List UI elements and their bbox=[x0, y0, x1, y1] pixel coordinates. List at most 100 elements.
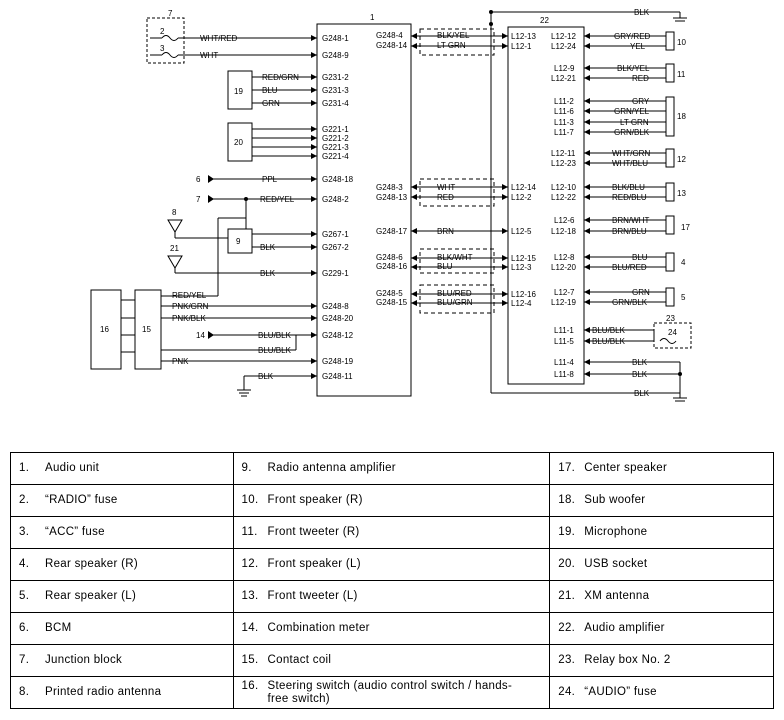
wire-label: GRN/BLK bbox=[614, 128, 650, 137]
label-c4: 4 bbox=[681, 258, 686, 267]
label-c16: 16 bbox=[100, 325, 109, 334]
legend-cell: 13.Front tweeter (L) bbox=[232, 580, 551, 613]
legend-number: 18. bbox=[558, 494, 576, 506]
pin-label: L12-21 bbox=[551, 74, 576, 83]
pin-label: G248-17 bbox=[376, 227, 408, 236]
legend-number: 1. bbox=[19, 462, 30, 474]
wire-label: BLU/BLK bbox=[258, 346, 292, 355]
label-c14: 14 bbox=[196, 331, 205, 340]
label-c3: 3 bbox=[160, 44, 165, 53]
legend-number: 9. bbox=[241, 462, 252, 474]
pin-label: L11-2 bbox=[554, 97, 574, 106]
legend-label: Audio unit bbox=[45, 462, 100, 474]
label-c9: 9 bbox=[236, 237, 241, 246]
pin-label: L12-12 bbox=[551, 32, 576, 41]
legend-cell: 23.Relay box No. 2 bbox=[549, 644, 774, 677]
pin-label: G248-8 bbox=[322, 302, 349, 311]
legend-label: Center speaker bbox=[584, 462, 668, 474]
legend-number: 20. bbox=[558, 558, 576, 570]
pin-label: L12-20 bbox=[551, 263, 576, 272]
legend-cell: 17.Center speaker bbox=[549, 452, 774, 485]
wire-label: BLU bbox=[262, 86, 278, 95]
pin-label: L12-23 bbox=[551, 159, 576, 168]
wire-label: GRN bbox=[632, 288, 650, 297]
wire-label: RED bbox=[632, 74, 649, 83]
label-c19: 19 bbox=[234, 87, 243, 96]
legend-number: 22. bbox=[558, 622, 576, 634]
wire-label: BLK bbox=[632, 370, 648, 379]
label-c18: 18 bbox=[677, 112, 686, 121]
legend-label: Printed radio antenna bbox=[45, 686, 162, 698]
wire-label: BLK bbox=[260, 243, 276, 252]
legend-number: 13. bbox=[241, 590, 259, 602]
pin-label: L12-2 bbox=[511, 193, 532, 202]
pin-label: G267-2 bbox=[322, 243, 349, 252]
label-c10: 10 bbox=[677, 38, 686, 47]
wiring-diagram: 1 22 7 2 3 19 20 6 7 8 9 21 16 15 14 10 … bbox=[90, 8, 692, 402]
pin-label: L11-3 bbox=[554, 118, 574, 127]
legend-cell: 7.Junction block bbox=[10, 644, 234, 677]
pin-label: G248-13 bbox=[376, 193, 408, 202]
pin-label: L11-8 bbox=[554, 370, 574, 379]
wire-label: BLK/YEL bbox=[617, 64, 650, 73]
pin-label: L12-14 bbox=[511, 183, 536, 192]
wire-label: RED/GRN bbox=[262, 73, 299, 82]
legend-label: Contact coil bbox=[267, 654, 332, 666]
label-c15: 15 bbox=[142, 325, 151, 334]
legend-cell: 11.Front tweeter (R) bbox=[232, 516, 551, 549]
wire-label: BLK bbox=[260, 269, 276, 278]
pin-label: G231-4 bbox=[322, 99, 349, 108]
pin-label: L12-22 bbox=[551, 193, 576, 202]
pin-label: G248-15 bbox=[376, 298, 408, 307]
label-c24: 24 bbox=[668, 328, 677, 337]
audio-unit-box bbox=[316, 23, 412, 397]
pin-label: L11-7 bbox=[554, 128, 574, 137]
pin-label: G248-2 bbox=[322, 195, 349, 204]
pin-label: G248-19 bbox=[322, 357, 354, 366]
legend-number: 15. bbox=[241, 654, 259, 666]
legend-cell: 22.Audio amplifier bbox=[549, 612, 774, 645]
pin-label: L12-24 bbox=[551, 42, 576, 51]
legend-number: 23. bbox=[558, 654, 576, 666]
pin-label: L12-18 bbox=[551, 227, 576, 236]
legend-number: 4. bbox=[19, 558, 30, 570]
wire-label: RED/YEL bbox=[172, 291, 207, 300]
legend-cell: 21.XM antenna bbox=[549, 580, 774, 613]
pin-label: G248-4 bbox=[376, 31, 403, 40]
legend-label: Steering switch (audio control switch / … bbox=[267, 679, 513, 705]
legend-label: Sub woofer bbox=[584, 494, 646, 506]
pin-label: G229-1 bbox=[322, 269, 349, 278]
legend-number: 3. bbox=[19, 526, 30, 538]
wire-label: GRY/RED bbox=[614, 32, 651, 41]
legend-cell: 16.Steering switch (audio control switch… bbox=[232, 676, 551, 709]
legend-row: 7.Junction block 15. Contact coil 23.Relay … bbox=[10, 644, 774, 677]
wire-label: PNK/GRN bbox=[172, 302, 209, 311]
pin-label: G221-2 bbox=[322, 134, 349, 143]
wire-label: BLU/BLK bbox=[592, 337, 626, 346]
label-c7b: 7 bbox=[196, 195, 201, 204]
legend-number: 2. bbox=[19, 494, 30, 506]
pin-label: L12-5 bbox=[511, 227, 532, 236]
label-c22: 22 bbox=[540, 16, 549, 25]
wire-label: BLK/WHT bbox=[437, 253, 473, 262]
wire-label: BRN/BLU bbox=[612, 227, 647, 236]
pin-label: L12-19 bbox=[551, 298, 576, 307]
legend-number: 12. bbox=[241, 558, 259, 570]
legend-label: Front speaker (R) bbox=[267, 494, 363, 506]
pin-label: L12-7 bbox=[554, 288, 575, 297]
wire-label: WHT/RED bbox=[200, 34, 238, 43]
pin-label: G248-1 bbox=[322, 34, 349, 43]
legend-cell: 20.USB socket bbox=[549, 548, 774, 581]
wire-label: LT GRN bbox=[620, 118, 649, 127]
legend-label: Junction block bbox=[45, 654, 123, 666]
wire-label: BLU bbox=[437, 262, 453, 271]
legend-number: 14. bbox=[241, 622, 259, 634]
pin-label: G248-6 bbox=[376, 253, 403, 262]
wire-label: BLU/RED bbox=[612, 263, 647, 272]
wire-label: WHT/BLU bbox=[612, 159, 648, 168]
label-c8: 8 bbox=[172, 208, 177, 217]
